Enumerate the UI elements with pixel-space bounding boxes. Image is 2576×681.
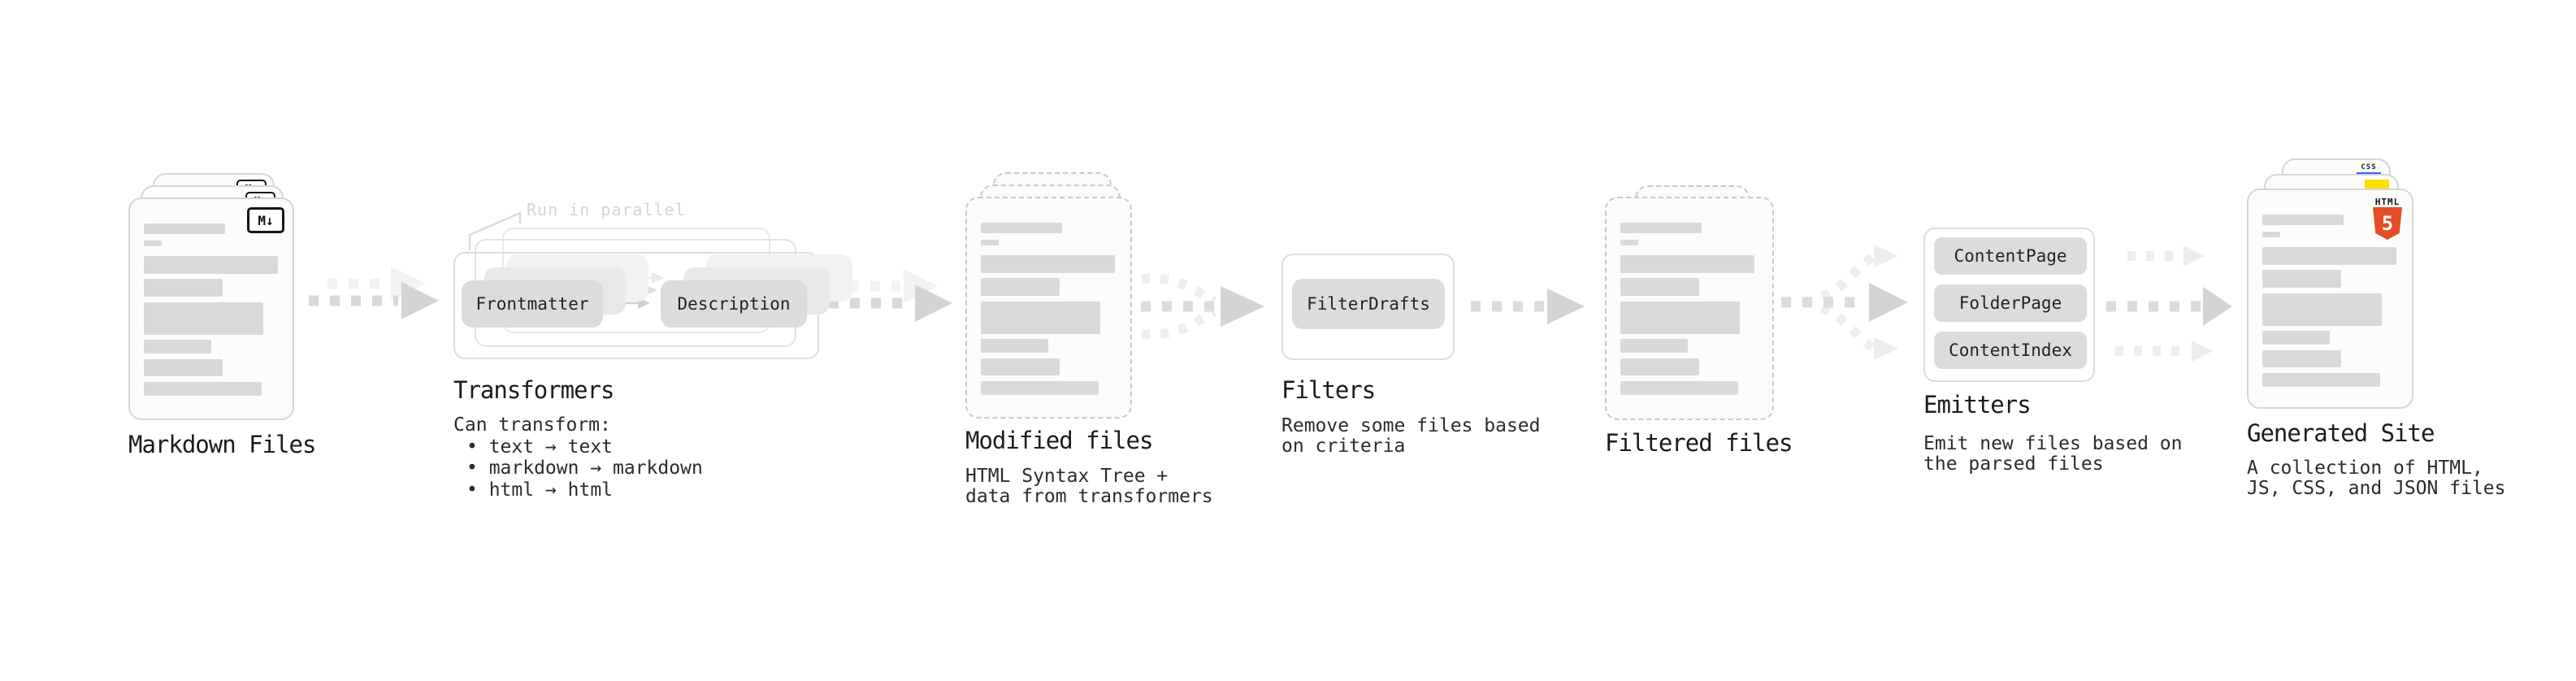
text-line-bar <box>144 241 162 246</box>
contentindex-node: ContentIndex <box>1934 332 2087 369</box>
file-card: M↓ <box>128 197 294 420</box>
generated-site-subtitle-1: A collection of HTML, <box>2247 458 2483 479</box>
arrow-markdown-to-transformers-ghost <box>327 267 426 301</box>
text-line-bar <box>1620 301 1740 334</box>
text-line-bar <box>981 278 1060 296</box>
text-line-bar <box>1620 240 1638 245</box>
text-line-bar <box>1620 358 1699 375</box>
file-card <box>965 197 1132 419</box>
transformers-title: Transformers <box>453 376 615 404</box>
text-line-bar <box>144 302 263 335</box>
filterdrafts-node: FilterDrafts <box>1292 279 1445 329</box>
text-line-bar <box>981 358 1060 375</box>
text-line-bar <box>1620 223 1702 233</box>
filters-subtitle-2: on criteria <box>1281 436 1406 457</box>
text-line-bar <box>1620 255 1754 273</box>
text-line-bar <box>1620 278 1699 296</box>
text-line-bar <box>144 279 223 297</box>
run-in-parallel-callout-line <box>468 211 522 250</box>
text-line-bar <box>981 255 1115 273</box>
filters-box <box>1281 254 1455 360</box>
arrow-transformers-to-modified-ghost <box>849 269 938 303</box>
emitters-box <box>1923 228 2095 382</box>
description-node: Description <box>661 280 807 327</box>
text-line-bar <box>1620 339 1688 353</box>
modified-files-subtitle-2: data from transformers <box>965 486 1213 507</box>
arrow-emitters-to-generated <box>2106 245 2232 362</box>
text-line-bar <box>981 223 1062 233</box>
transformers-bullet-2: • markdown → markdown <box>466 458 703 479</box>
text-line-bar <box>2262 215 2344 225</box>
filters-title: Filters <box>1281 376 1376 404</box>
markdown-badge-icon: M↓ <box>247 207 284 233</box>
text-line-bar <box>144 359 223 376</box>
generated-site-title: Generated Site <box>2247 419 2435 447</box>
contentpage-node: ContentPage <box>1934 237 2087 275</box>
filters-subtitle-1: Remove some files based <box>1281 415 1541 436</box>
transformers-note-heading: Can transform: <box>453 414 611 436</box>
text-line-bar <box>2262 373 2380 387</box>
emitters-title: Emitters <box>1923 391 2032 419</box>
text-line-bar <box>1620 381 1738 395</box>
arrow-markdown-to-transformers <box>309 282 439 319</box>
markdown-files-title: Markdown Files <box>128 431 316 458</box>
text-line-bar <box>144 382 262 396</box>
frontmatter-node: Frontmatter <box>462 280 603 327</box>
arrow-modified-to-filters <box>1141 273 1264 340</box>
arrow-filtered-to-emitters <box>1781 245 1908 360</box>
arrow-transformers-to-modified <box>829 284 952 322</box>
folderpage-node: FolderPage <box>1934 284 2087 322</box>
transformers-bullet-3: • html → html <box>466 479 614 501</box>
emitters-subtitle-1: Emit new files based on <box>1923 433 2183 454</box>
filtered-files-title: Filtered files <box>1605 429 1793 457</box>
transformers-bullet-1: • text → text <box>466 436 614 458</box>
text-line-bar <box>2262 232 2280 237</box>
text-line-bar <box>2262 270 2341 288</box>
text-line-bar <box>144 223 225 234</box>
emitters-subtitle-2: the parsed files <box>1923 453 2104 475</box>
text-line-bar <box>981 381 1099 395</box>
modified-files-subtitle-1: HTML Syntax Tree + <box>965 466 1169 487</box>
text-line-bar <box>981 301 1100 334</box>
text-line-bar <box>2262 350 2341 367</box>
text-line-bar <box>2262 293 2382 326</box>
run-in-parallel-label: Run in parallel <box>527 200 686 219</box>
text-line-bar <box>981 240 999 245</box>
generated-site-subtitle-2: JS, CSS, and JSON files <box>2247 478 2506 499</box>
text-line-bar <box>144 256 278 274</box>
text-line-bar <box>981 339 1048 353</box>
arrow-filters-to-filtered <box>1471 288 1585 324</box>
file-card <box>1605 197 1774 420</box>
text-line-bar <box>2262 331 2330 345</box>
text-line-bar <box>2262 247 2396 265</box>
text-line-bar <box>144 340 211 354</box>
modified-files-title: Modified files <box>965 427 1153 454</box>
